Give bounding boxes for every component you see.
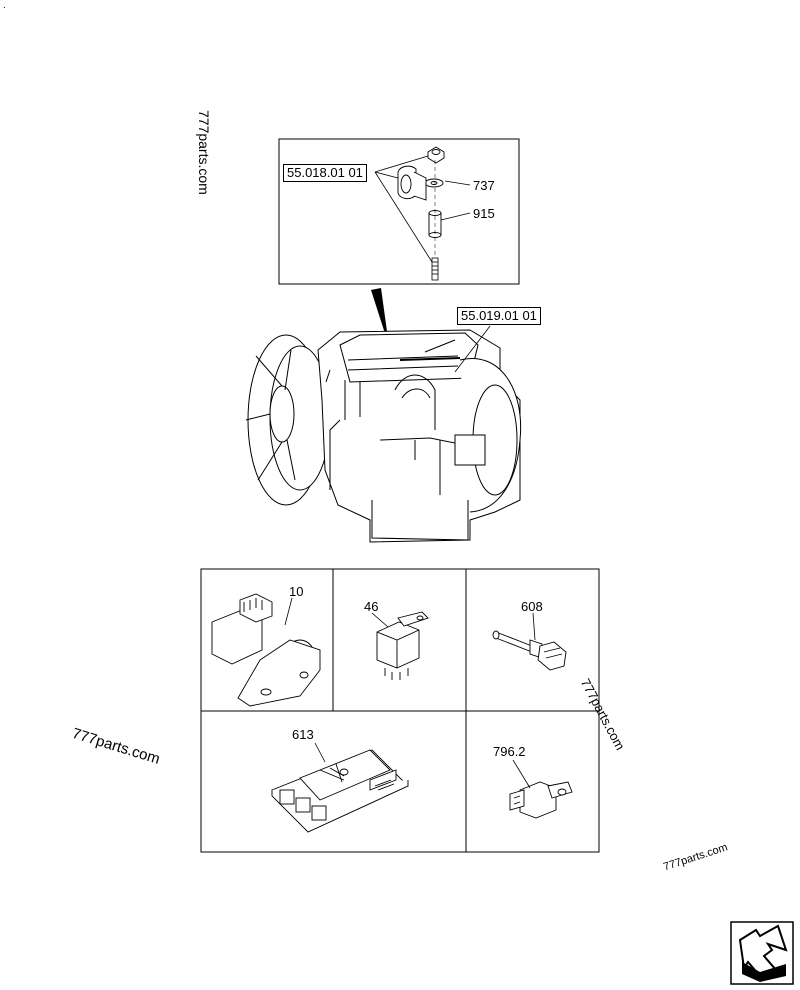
relay-icon	[376, 611, 429, 680]
temperature-sensor-icon	[492, 630, 567, 671]
washer-icon	[424, 178, 444, 188]
ecu-icon	[271, 749, 409, 833]
next-page-arrow-icon	[730, 921, 794, 985]
engine-illustration	[245, 329, 522, 543]
nut-icon	[427, 146, 445, 164]
stud-icon	[431, 257, 439, 281]
crank-sensor-icon	[211, 593, 321, 707]
part-number-10: 10	[289, 584, 304, 599]
corner-mark: .	[3, 0, 6, 11]
callout-915: 915	[473, 206, 495, 221]
parts-grid-frame	[200, 568, 600, 853]
part-number-796-2: 796.2	[493, 744, 526, 759]
engine-ref-label[interactable]: 55.019.01 01	[457, 307, 541, 325]
detail-frame	[278, 138, 520, 285]
rubber-mount-icon	[397, 165, 427, 201]
part-number-613: 613	[292, 727, 314, 742]
detail-ref-label[interactable]: 55.018.01 01	[283, 164, 367, 182]
part-number-46: 46	[364, 599, 379, 614]
pressure-sensor-icon	[509, 781, 573, 819]
part-number-608: 608	[521, 599, 543, 614]
callout-737: 737	[473, 178, 495, 193]
